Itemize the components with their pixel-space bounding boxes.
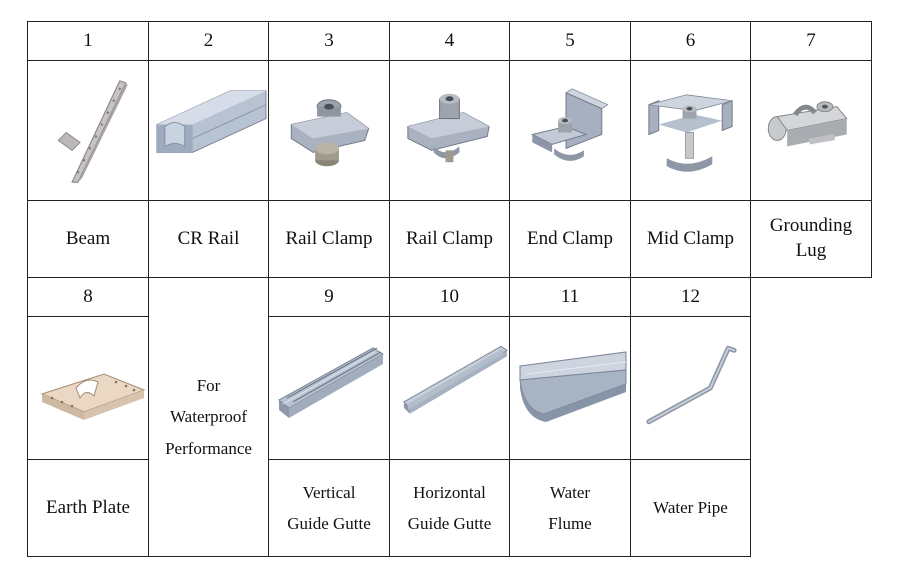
part-number-8: 8 xyxy=(27,277,149,317)
part-label-9: Vertical Guide Gutte xyxy=(268,459,390,557)
waterproof-group-label: For Waterproof Performance xyxy=(148,277,269,557)
part-label-7: Grounding Lug xyxy=(750,200,872,278)
part-label-9-line-1: Vertical xyxy=(302,482,356,502)
part-label-10-line-2: Guide Gutte xyxy=(407,514,492,533)
part-image-cell-11 xyxy=(509,316,631,460)
waterproof-line-3: Performance xyxy=(165,438,252,458)
part-label-3: Rail Clamp xyxy=(268,200,390,278)
part-number-3: 3 xyxy=(268,21,390,61)
grounding-lug-icon xyxy=(767,101,848,147)
part-label-12: Water Pipe xyxy=(630,459,751,557)
part-label-11-line-1: Water xyxy=(549,482,591,502)
part-label-11-line-2: Flume xyxy=(548,514,592,533)
part-label-5: End Clamp xyxy=(509,200,631,278)
part-label-10-line-1: Horizontal xyxy=(413,482,486,502)
part-label-9-line-2: Guide Gutte xyxy=(287,514,371,533)
part-label-8: Earth Plate xyxy=(27,459,149,557)
water-flume-icon xyxy=(519,351,627,422)
waterproof-line-1: For xyxy=(196,375,221,395)
earth-plate-icon xyxy=(40,373,146,420)
part-label-10: Horizontal Guide Gutte xyxy=(389,459,510,557)
cr-rail-icon xyxy=(156,90,267,153)
part-label-4: Rail Clamp xyxy=(389,200,510,278)
part-number-9: 9 xyxy=(268,277,390,317)
rail-clamp-icon xyxy=(290,99,370,167)
rail-clamp-alt-icon xyxy=(407,93,490,163)
part-image-cell-5 xyxy=(509,60,631,201)
part-number-6: 6 xyxy=(630,21,751,61)
part-image-cell-9 xyxy=(268,316,390,460)
part-image-cell-8 xyxy=(27,316,149,460)
part-image-cell-1 xyxy=(27,60,149,201)
part-number-5: 5 xyxy=(509,21,631,61)
beam-icon xyxy=(57,80,128,183)
part-image-cell-4 xyxy=(389,60,510,201)
part-number-2: 2 xyxy=(148,21,269,61)
part-image-cell-6 xyxy=(630,60,751,201)
water-pipe-icon xyxy=(646,345,737,425)
part-number-4: 4 xyxy=(389,21,510,61)
part-number-1: 1 xyxy=(27,21,149,61)
part-label-2: CR Rail xyxy=(148,200,269,278)
mid-clamp-icon xyxy=(648,94,733,172)
part-label-7-line-2: Lug xyxy=(795,240,827,261)
part-label-6: Mid Clamp xyxy=(630,200,751,278)
part-image-cell-3 xyxy=(268,60,390,201)
part-image-cell-12 xyxy=(630,316,751,460)
part-number-12: 12 xyxy=(630,277,751,317)
part-label-1: Beam xyxy=(27,200,149,278)
part-label-11: Water Flume xyxy=(509,459,631,557)
part-number-10: 10 xyxy=(389,277,510,317)
part-number-11: 11 xyxy=(509,277,631,317)
part-number-7: 7 xyxy=(750,21,872,61)
part-image-cell-10 xyxy=(389,316,510,460)
part-image-cell-2 xyxy=(148,60,269,201)
vertical-guide-gutter-icon xyxy=(278,347,384,418)
waterproof-line-2: Waterproof xyxy=(170,407,247,427)
end-clamp-icon xyxy=(530,88,609,161)
part-image-cell-7 xyxy=(750,60,872,201)
part-label-7-line-1: Grounding xyxy=(769,215,853,237)
horizontal-guide-gutter-icon xyxy=(403,345,508,414)
